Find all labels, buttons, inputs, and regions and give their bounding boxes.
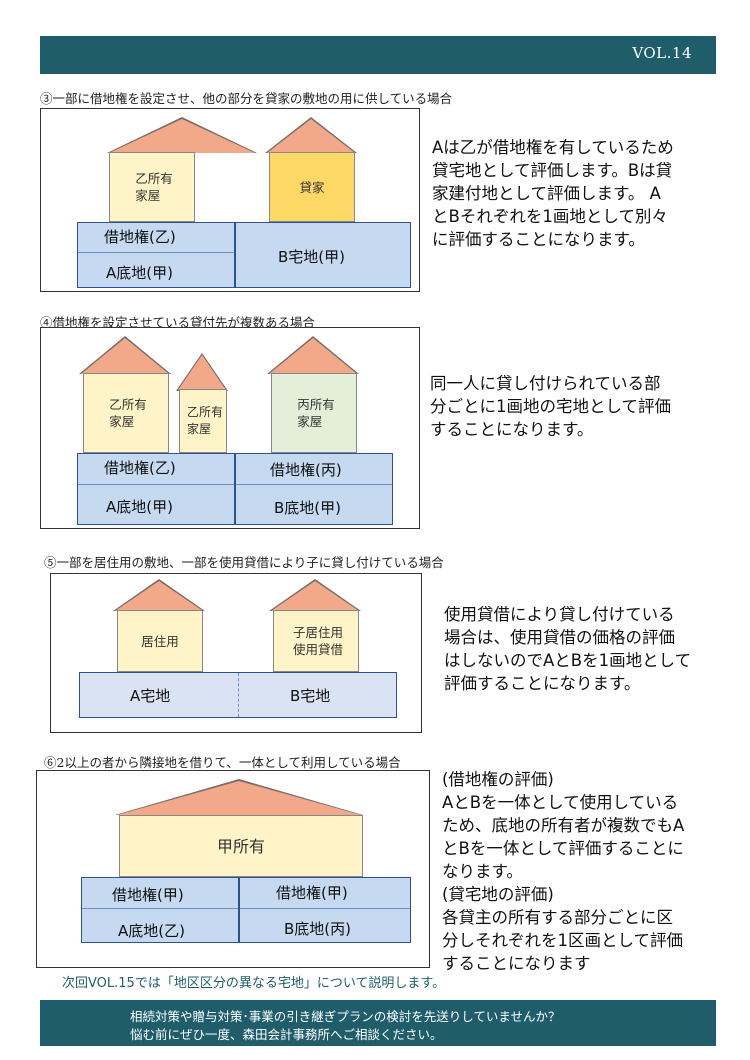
leasehold-label: 借地権(乙) (104, 228, 176, 246)
section-4-title: ④借地権を設定させている貸付先が複数ある場合 (40, 315, 316, 330)
house1-roof (115, 581, 203, 611)
section-3-title: ③一部に借地権を設定させ、他の部分を貸家の敷地の用に供している場合 (40, 91, 453, 106)
land-a: 借地権(乙) A底地(甲) (77, 222, 235, 288)
footer-line-2: 悩む前にぜひ一度、森田会計事務所へご相談ください。 (130, 1027, 443, 1042)
next-volume-note: 次回VOL.15では「地区区分の異なる宅地」について説明します。 (62, 976, 446, 991)
land-b: 借地権(丙) B底地(甲) (235, 453, 393, 525)
section-4-description: 同一人に貸し付けられている部分ごとに1画地の宅地として評価することになります。 (430, 374, 672, 439)
rental-house-body: 貸家 (269, 152, 355, 222)
section-6-title: ⑥2以上の者から隣接地を借りて、一体として利用している場合 (44, 755, 401, 770)
volume-label: VOL.14 (632, 44, 692, 62)
land-a: 借地権(甲) A底地(乙) (81, 877, 239, 943)
house-roof (117, 781, 361, 815)
kou-house-body: 甲所有 (119, 815, 363, 877)
house-roof (109, 119, 255, 153)
section-5-diagram: 居住用 子居住用使用貸借 A宅地 B宅地 (50, 573, 422, 733)
section-4-diagram: 乙所有家屋 乙所有家屋 丙所有家屋 借地権(乙) A底地(甲) 借地権(丙) B… (40, 327, 420, 529)
house3-roof (269, 338, 357, 374)
house2-roof (271, 581, 359, 611)
house-body-hei: 丙所有家屋 (271, 373, 357, 453)
residence-house-body: 居住用 (117, 610, 203, 672)
house-body-otsu: 乙所有家屋 (109, 152, 195, 222)
footer-bar: 相続対策や贈与対策･事業の引き継ぎプランの検討を先送りしていませんか？ 悩む前に… (40, 1000, 716, 1046)
house-body-otsu-1: 乙所有家屋 (83, 373, 169, 453)
leasehold-otsu-label: 借地権(乙) (104, 459, 176, 477)
land-b-label: B底地(丙) (284, 920, 351, 938)
land-b-label: B底地(甲) (274, 499, 341, 517)
footer-line-1: 相続対策や贈与対策･事業の引き継ぎプランの検討を先送りしていませんか？ (130, 1009, 561, 1024)
child-house-body: 子居住用使用貸借 (273, 610, 359, 672)
section-6-diagram: 甲所有 借地権(甲) A底地(乙) 借地権(甲) B底地(丙) (36, 770, 430, 968)
land-dashed-divider (238, 673, 239, 717)
land-b-label: B宅地(甲) (278, 248, 345, 266)
rental-roof (267, 119, 355, 153)
house2-roof (178, 355, 226, 390)
header-bar: VOL.14 (40, 36, 716, 74)
section-5-title: ⑤一部を居住用の敷地、一部を使用貸借により子に貸し付けている場合 (44, 555, 444, 570)
land-divider (82, 908, 238, 909)
section-5-description: 使用貸借により貸し付けている場合は、使用貸借の価格の評価はしないのでAとBを1画… (444, 605, 692, 693)
land-divider (236, 484, 392, 485)
leasehold-a-label: 借地権(甲) (112, 886, 184, 904)
land-ab: A宅地 B宅地 (79, 672, 397, 718)
land-a-label: A底地(乙) (118, 922, 185, 940)
land-a-label: A宅地 (130, 687, 171, 705)
house-body-otsu-2: 乙所有家屋 (179, 389, 227, 453)
land-b: B宅地(甲) (235, 222, 411, 288)
leasehold-b-label: 借地権(甲) (276, 884, 348, 902)
land-divider (78, 484, 234, 485)
land-a-label: A底地(甲) (106, 264, 173, 282)
land-a-label: A底地(甲) (106, 498, 173, 516)
leasehold-hei-label: 借地権(丙) (270, 461, 342, 479)
land-divider (78, 252, 234, 253)
land-divider (240, 908, 410, 909)
section-3-description: Aは乙が借地権を有しているため貸宅地として評価します。Bは貸家建付地として評価し… (432, 138, 674, 249)
house1-roof (81, 338, 169, 374)
land-b-label: B宅地 (290, 687, 331, 705)
land-a: 借地権(乙) A底地(甲) (77, 453, 235, 525)
section-3-diagram: 乙所有家屋 貸家 借地権(乙) A底地(甲) B宅地(甲) (40, 108, 420, 292)
land-b: 借地権(甲) B底地(丙) (239, 877, 411, 943)
